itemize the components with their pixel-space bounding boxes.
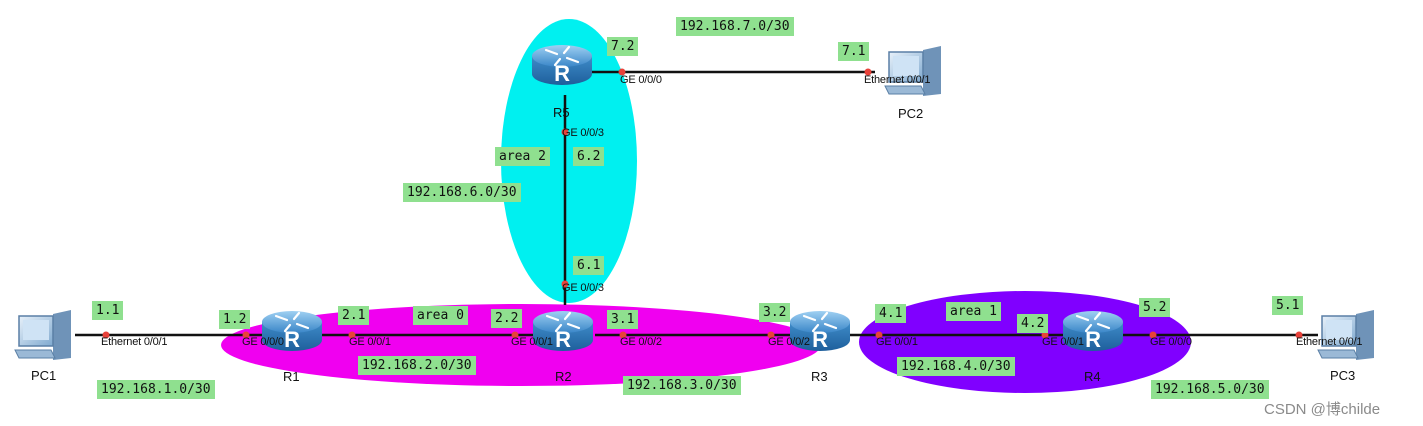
- port-label: GE 0/0/1: [349, 336, 391, 348]
- area-0-label: area 0: [413, 306, 468, 325]
- device-name-pc3: PC3: [1330, 368, 1356, 383]
- port-dot[interactable]: [242, 331, 250, 339]
- port-label: Ethernet 0/0/1: [864, 74, 931, 86]
- port-label: GE 0/0/3: [562, 282, 604, 294]
- pc3-icon[interactable]: [1317, 309, 1375, 361]
- port-dot[interactable]: [561, 128, 569, 136]
- port-label: GE 0/0/0: [242, 336, 284, 348]
- port-dot[interactable]: [1295, 331, 1303, 339]
- port-dot[interactable]: [561, 280, 569, 288]
- port-dot[interactable]: [1149, 331, 1157, 339]
- address-label: 7.2: [607, 37, 639, 56]
- port-label: GE 0/0/2: [768, 336, 810, 348]
- pc2-icon[interactable]: [884, 45, 942, 97]
- watermark: CSDN @博childe: [1264, 401, 1381, 418]
- network-label: 192.168.1.0/30: [97, 380, 215, 399]
- device-name-r4: R4: [1084, 369, 1101, 384]
- port-label: GE 0/0/0: [1150, 336, 1192, 348]
- address-label: 5.2: [1139, 298, 1171, 317]
- device-name-r5: R5: [553, 105, 570, 120]
- port-dot[interactable]: [1041, 331, 1049, 339]
- address-label: 2.1: [338, 306, 370, 325]
- address-label: 7.1: [838, 42, 870, 61]
- address-label: 2.2: [491, 309, 523, 328]
- device-name-pc2: PC2: [898, 106, 924, 121]
- area-2-label: area 2: [495, 147, 550, 166]
- router-r5-icon[interactable]: [530, 43, 594, 88]
- address-label: 5.1: [1272, 296, 1304, 315]
- area-2-zone: [501, 19, 637, 303]
- network-label: 192.168.7.0/30: [676, 17, 794, 36]
- device-name-r2: R2: [555, 369, 572, 384]
- device-name-r1: R1: [283, 369, 300, 384]
- address-label: 1.2: [219, 310, 251, 329]
- address-label: 6.2: [573, 147, 605, 166]
- port-label: GE 0/0/2: [620, 336, 662, 348]
- address-label: 4.2: [1017, 314, 1049, 333]
- port-label: GE 0/0/1: [1042, 336, 1084, 348]
- network-label: 192.168.6.0/30: [403, 183, 521, 202]
- port-dot[interactable]: [767, 331, 775, 339]
- device-name-r3: R3: [811, 369, 828, 384]
- port-label: Ethernet 0/0/1: [1296, 336, 1363, 348]
- pc1-icon[interactable]: [14, 309, 72, 361]
- port-dot[interactable]: [511, 331, 519, 339]
- address-label: 3.2: [759, 303, 791, 322]
- port-dot[interactable]: [618, 68, 626, 76]
- port-label: GE 0/0/1: [511, 336, 553, 348]
- port-label: Ethernet 0/0/1: [101, 336, 168, 348]
- network-label: 192.168.4.0/30: [897, 357, 1015, 376]
- port-dot[interactable]: [102, 331, 110, 339]
- port-label: GE 0/0/3: [562, 127, 604, 139]
- address-label: 6.1: [573, 256, 605, 275]
- port-dot[interactable]: [619, 331, 627, 339]
- network-label: 192.168.2.0/30: [358, 356, 476, 375]
- network-label: 192.168.5.0/30: [1151, 380, 1269, 399]
- port-label: GE 0/0/0: [620, 74, 662, 86]
- port-dot[interactable]: [348, 331, 356, 339]
- address-label: 1.1: [92, 301, 124, 320]
- address-label: 3.1: [607, 310, 639, 329]
- port-dot[interactable]: [864, 68, 872, 76]
- port-dot[interactable]: [875, 331, 883, 339]
- area-1-label: area 1: [946, 302, 1001, 321]
- port-label: GE 0/0/1: [876, 336, 918, 348]
- device-name-pc1: PC1: [31, 368, 57, 383]
- network-label: 192.168.3.0/30: [623, 376, 741, 395]
- address-label: 4.1: [875, 304, 907, 323]
